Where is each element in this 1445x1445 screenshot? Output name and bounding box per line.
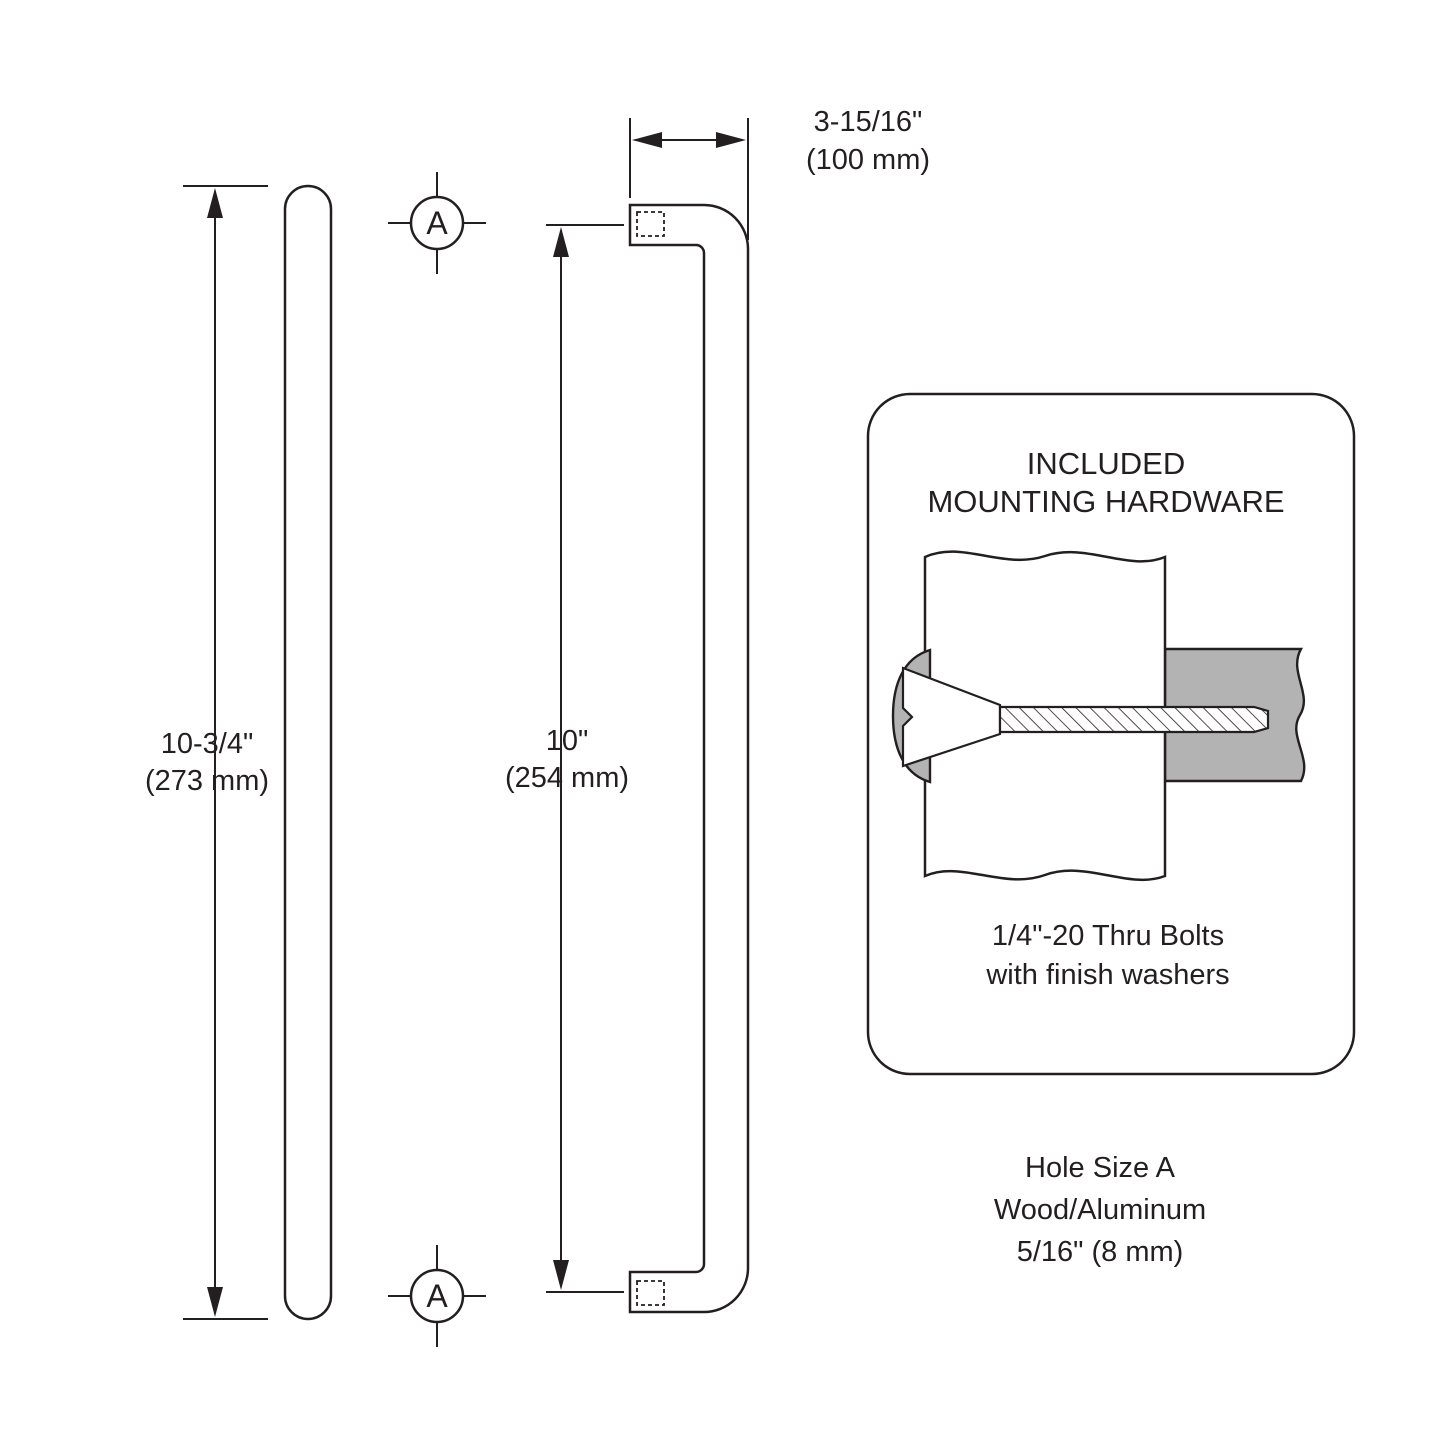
hardware-box-border xyxy=(866,392,1356,1076)
hole-note-line1: Hole Size A xyxy=(1025,1152,1176,1184)
arrowhead-down-icon xyxy=(553,1260,569,1290)
hole-marker-letter: A xyxy=(426,1278,448,1314)
hole-marker-bottom: A xyxy=(388,1245,486,1347)
arrowhead-right-icon xyxy=(716,132,746,148)
arrowhead-down-icon xyxy=(207,1287,223,1317)
projection-metric: (100 mm) xyxy=(806,144,930,176)
bolt-shaft xyxy=(998,705,1270,734)
hardware-caption-line1: 1/4"-20 Thru Bolts xyxy=(992,920,1224,952)
center-to-center-dimension: 10" (254 mm) xyxy=(505,224,629,1293)
hole-marker-letter: A xyxy=(426,205,448,241)
hole-note-line2: Wood/Aluminum xyxy=(994,1194,1206,1226)
overall-height-metric: (273 mm) xyxy=(145,765,269,797)
hole-marker-top: A xyxy=(388,172,486,274)
projection-value: 3-15/16" xyxy=(814,106,923,138)
handle-side-view xyxy=(628,203,750,1314)
hole-marker-circle xyxy=(409,195,465,251)
hardware-title-line1: INCLUDED xyxy=(1027,446,1185,481)
hole-marker-circle xyxy=(409,1268,465,1324)
ctc-metric: (254 mm) xyxy=(505,762,629,794)
arrowhead-up-icon xyxy=(207,188,223,218)
thru-bolt-illustration xyxy=(891,550,1306,881)
hardware-box: INCLUDED MOUNTING HARDWARE 1/4"-20 Thru … xyxy=(866,392,1356,1076)
handle-profile xyxy=(628,203,750,1314)
hole-note-line3: 5/16" (8 mm) xyxy=(1017,1236,1184,1268)
overall-height-dimension: 10-3/4" (273 mm) xyxy=(145,185,269,1320)
mounting-hole-bottom xyxy=(636,1280,665,1306)
arrowhead-up-icon xyxy=(553,227,569,257)
arrowhead-left-icon xyxy=(632,132,662,148)
hardware-title-line2: MOUNTING HARDWARE xyxy=(927,484,1284,519)
hole-size-note: Hole Size A Wood/Aluminum 5/16" (8 mm) xyxy=(994,1152,1206,1268)
projection-dimension: 3-15/16" (100 mm) xyxy=(629,106,930,240)
handle-bar-front xyxy=(283,184,333,1321)
ctc-value: 10" xyxy=(546,725,589,757)
mounting-hole-top xyxy=(636,211,665,237)
overall-height-value: 10-3/4" xyxy=(161,728,254,760)
handle-front-view xyxy=(283,184,333,1321)
hardware-caption-line2: with finish washers xyxy=(985,959,1229,991)
